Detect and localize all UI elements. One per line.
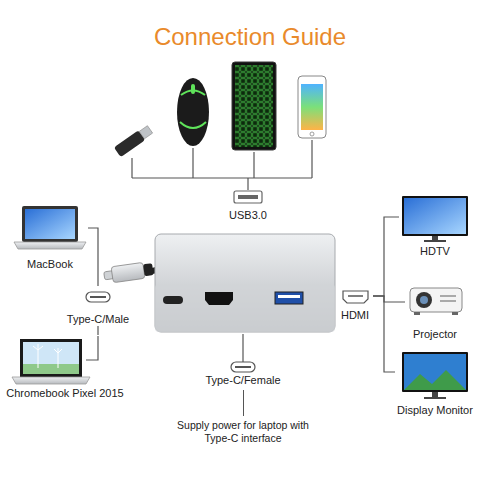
picture-area xyxy=(12,200,88,258)
macbook-picture xyxy=(14,206,86,249)
device-node: HDTV xyxy=(399,193,471,258)
connector-line xyxy=(373,296,395,372)
usb-stick xyxy=(114,124,154,157)
picture-area xyxy=(337,286,373,309)
gaming-mouse xyxy=(177,78,209,146)
hdmi-icon xyxy=(343,291,368,303)
port-label: USB3.0 xyxy=(229,209,267,222)
picture-area xyxy=(65,286,132,313)
picture-area xyxy=(395,348,475,404)
device-node: MacBook xyxy=(12,200,88,271)
chromebook-picture xyxy=(12,336,98,384)
device-node: Projector xyxy=(405,278,465,341)
port-label: HDTV xyxy=(420,245,450,258)
port-label: Type-C/Male xyxy=(67,313,129,326)
hub-body xyxy=(155,234,335,332)
phone xyxy=(298,76,326,138)
monitor-picture xyxy=(402,352,468,399)
keyboard xyxy=(232,62,276,150)
picture-area xyxy=(227,187,269,209)
diagram-title: Connection Guide xyxy=(0,22,500,52)
connector-line xyxy=(88,228,98,286)
device-node: Type-C/Male xyxy=(65,286,132,326)
connector-line xyxy=(373,217,399,296)
port-label: Projector xyxy=(413,328,457,341)
port-label: Chromebook Pixel 2015 xyxy=(6,387,123,400)
picture-area xyxy=(405,278,465,328)
note-text: Supply power for laptop with Type-C inte… xyxy=(163,419,323,445)
connector-line xyxy=(373,296,405,302)
device-node: Chromebook Pixel 2015 xyxy=(4,335,126,400)
connector-line xyxy=(97,326,98,335)
projector-picture xyxy=(410,288,462,315)
leader-gap xyxy=(161,387,325,419)
device-node: USB3.0 xyxy=(227,187,269,222)
hub-cable xyxy=(103,238,196,284)
device-node: Type-C/FemaleSupply power for laptop wit… xyxy=(161,336,325,445)
usb-port-icon xyxy=(234,191,262,203)
type-c-male-icon xyxy=(86,292,110,302)
hdtv-picture xyxy=(402,196,468,242)
picture-area xyxy=(399,193,471,245)
device-node: HDMI xyxy=(337,286,373,322)
leader-line xyxy=(243,390,244,416)
port-label: MacBook xyxy=(27,258,73,271)
type-c-female-icon xyxy=(231,334,255,372)
port-label: Display Monitor xyxy=(397,404,473,417)
port-label: Type-C/Female xyxy=(205,374,280,387)
picture-area xyxy=(4,335,126,387)
picture-area xyxy=(161,336,325,374)
port-label: HDMI xyxy=(341,309,369,322)
device-node: Display Monitor xyxy=(395,348,475,417)
usb-bracket xyxy=(132,140,312,190)
